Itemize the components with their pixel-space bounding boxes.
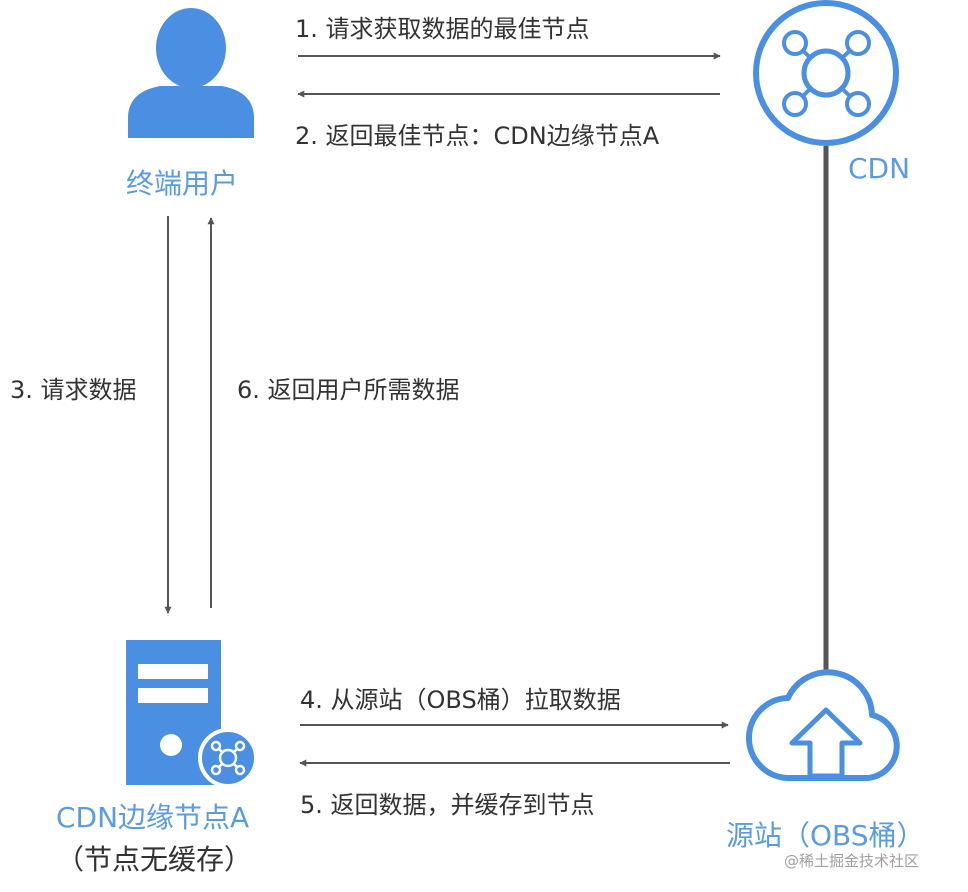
step-5-label: 5. 返回数据，并缓存到节点 (300, 791, 595, 819)
step-4-label: 4. 从源站（OBS桶）拉取数据 (300, 686, 621, 714)
user-label: 终端用户 (126, 167, 239, 200)
edge-node-label: CDN边缘节点A (56, 801, 250, 834)
cloud-upload-icon (746, 669, 900, 782)
step-2-label: 2. 返回最佳节点：CDN边缘节点A (295, 122, 660, 150)
step-1-label: 1. 请求获取数据的最佳节点 (295, 15, 590, 43)
server-icon (126, 640, 258, 788)
cdn-label: CDN (848, 152, 911, 185)
origin-label: 源站（OBS桶） (726, 819, 925, 852)
cdn-icon (753, 0, 899, 146)
edge-node-sublabel: （节点无缓存） (56, 843, 253, 876)
step-3-label: 3. 请求数据 (10, 376, 137, 404)
watermark: @稀土掘金技术社区 (784, 852, 920, 870)
step-6-label: 6. 返回用户所需数据 (237, 376, 460, 404)
user-icon (128, 8, 254, 138)
